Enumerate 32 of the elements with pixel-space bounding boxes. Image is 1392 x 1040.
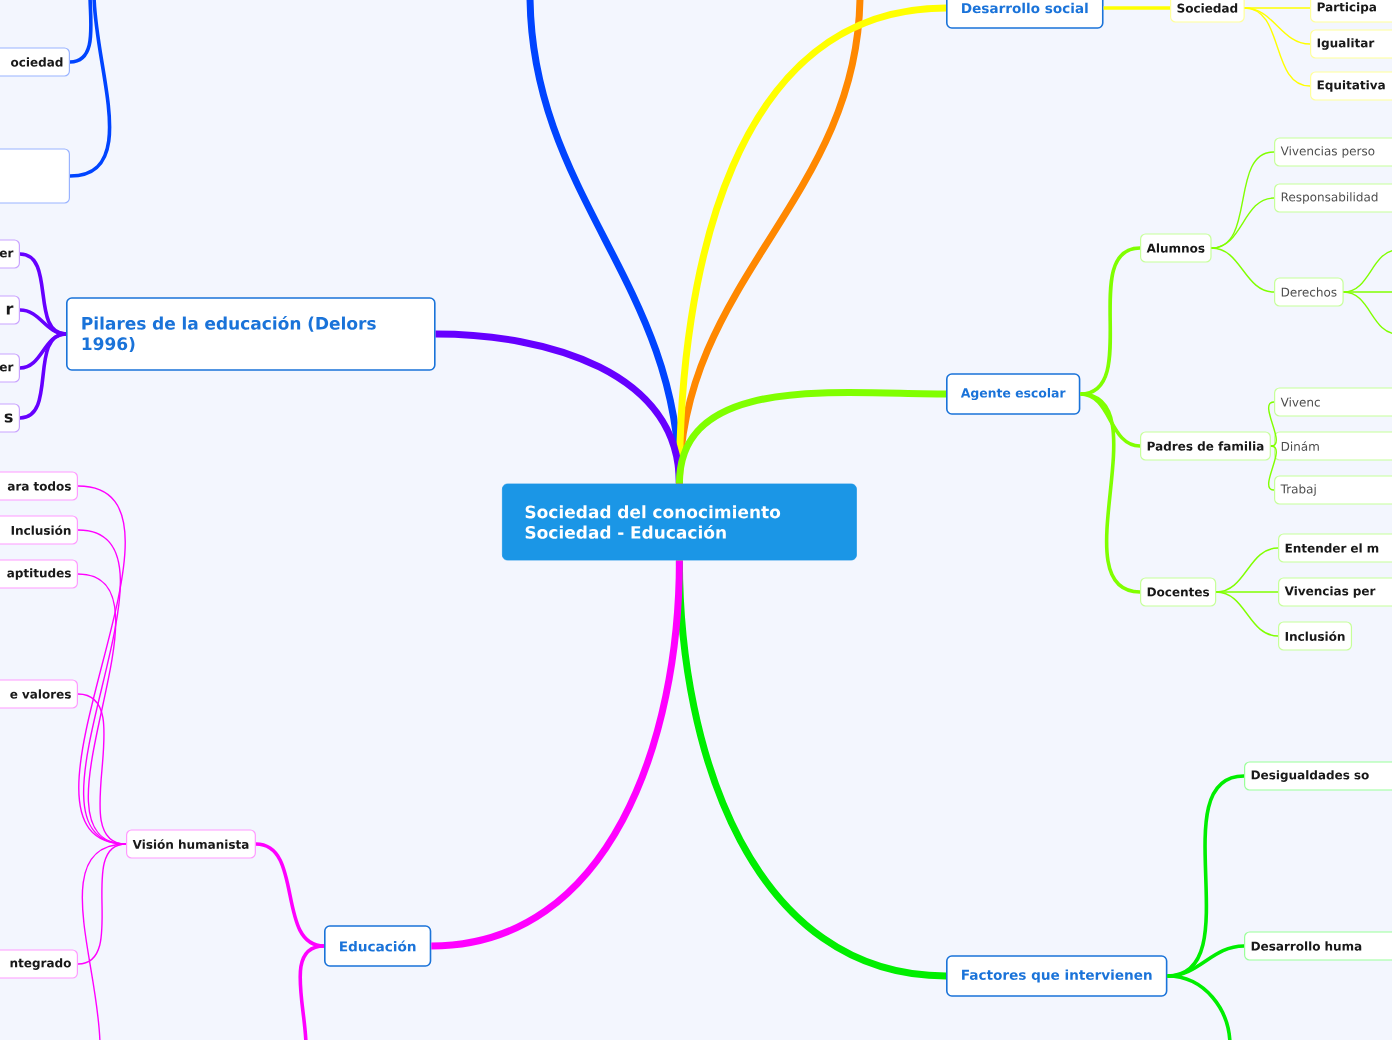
branch-line bbox=[1167, 974, 1232, 1040]
branch-line bbox=[1268, 445, 1277, 491]
empty-box bbox=[0, 148, 70, 204]
branch-line bbox=[19, 332, 67, 420]
branch-line bbox=[1343, 291, 1392, 335]
branch-line bbox=[1080, 392, 1141, 448]
branch-line bbox=[1210, 247, 1275, 293]
branch-line bbox=[69, 0, 112, 178]
branch-line bbox=[1268, 401, 1277, 447]
branch-line bbox=[1244, 7, 1311, 9]
topic-box: Pilares de la educación (Delors 1996) bbox=[66, 297, 436, 371]
branch-line bbox=[1244, 7, 1311, 45]
branch-line bbox=[1343, 249, 1392, 293]
branch-line bbox=[69, 0, 93, 64]
branch-line bbox=[81, 843, 127, 1040]
central-topic-box: Sociedad del conocimiento Sociedad - Educación bbox=[502, 483, 857, 561]
branch-line bbox=[1103, 6, 1170, 10]
branch-line bbox=[1343, 291, 1392, 293]
subtopic-box: r bbox=[0, 295, 20, 325]
branch-line bbox=[1244, 7, 1311, 87]
branch-line bbox=[1210, 197, 1275, 249]
branch-line bbox=[430, 560, 683, 950]
branch-line bbox=[1215, 591, 1279, 637]
branch-line bbox=[675, 389, 947, 485]
branch-line bbox=[1080, 246, 1141, 396]
branch-line bbox=[298, 944, 325, 1040]
branch-line bbox=[19, 308, 67, 336]
branch-line bbox=[1215, 591, 1279, 593]
branch-line bbox=[1079, 392, 1141, 594]
branch-line bbox=[255, 842, 325, 948]
branch-line bbox=[77, 693, 127, 845]
subtopic-box: s bbox=[0, 403, 20, 433]
